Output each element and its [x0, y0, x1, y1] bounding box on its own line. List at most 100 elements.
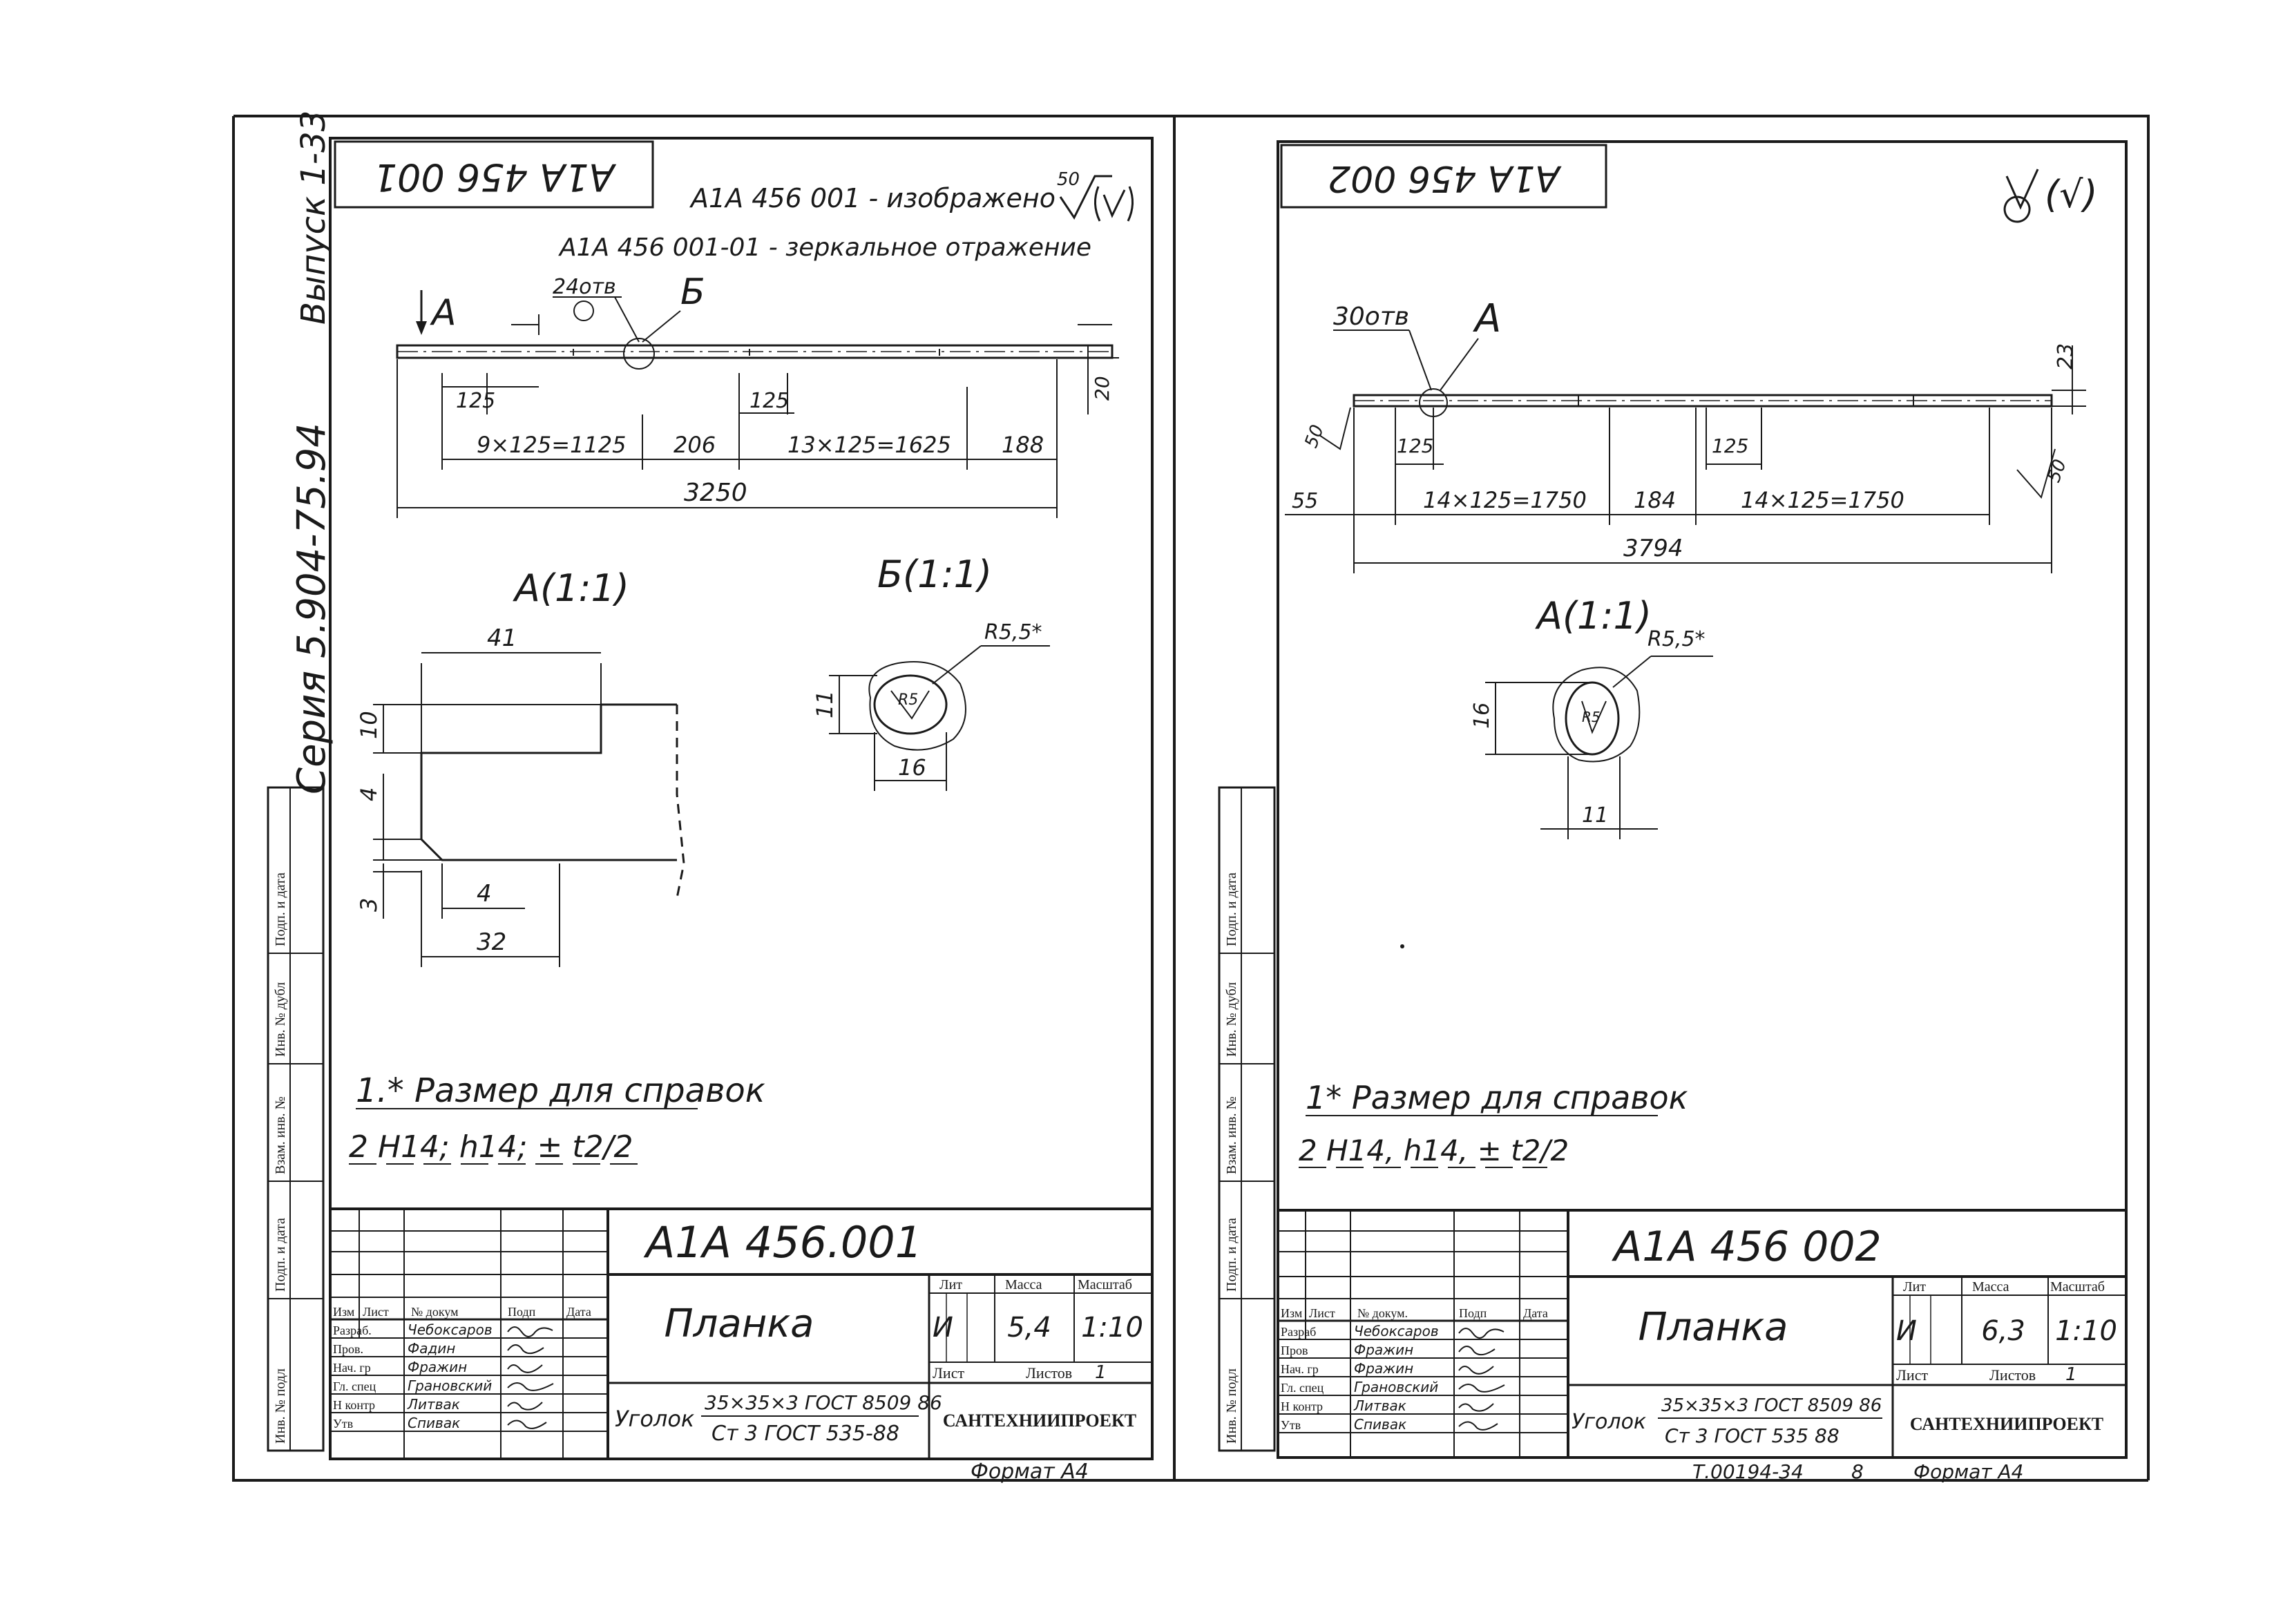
right-signatures	[1458, 1328, 1505, 1431]
svg-text:(√): (√)	[2045, 173, 2098, 216]
right-viewA-inner: R5	[1582, 709, 1601, 725]
left-note-shown: А1А 456 001 - изображено	[689, 183, 1055, 213]
left-sheets-label: Листов	[1026, 1364, 1072, 1382]
right-viewA-title: А(1:1)	[1535, 594, 1652, 638]
right-side-stamp: Подп. и дата Инв. № дубл Взам. инв. № По…	[1218, 786, 1276, 1452]
left-lit-header: Лит	[939, 1277, 962, 1292]
svg-text:Подп. и дата: Подп. и дата	[273, 1218, 288, 1292]
right-material-prefix: Уголок	[1572, 1410, 1646, 1434]
right-sheet-label: Лист	[1896, 1366, 1928, 1384]
right-bar-dimensions	[1285, 345, 2086, 573]
right-pitch: 125	[1397, 434, 1433, 457]
left-sheets-count: 1	[1095, 1362, 1107, 1383]
left-scale-header: Масштаб	[1078, 1277, 1132, 1292]
left-pitch-b: 125	[749, 389, 789, 413]
left-total: 3250	[684, 479, 747, 507]
right-bottom-code: Т.00194-34	[1692, 1460, 1804, 1483]
left-col-list: Лист	[363, 1305, 389, 1319]
svg-text:Инв. № дубл: Инв. № дубл	[273, 982, 288, 1057]
svg-text:А: А	[430, 292, 457, 334]
right-material-top: 35×35×3 ГОСТ 8509 86	[1661, 1395, 1882, 1416]
right-viewA-w: 11	[1582, 803, 1608, 828]
left-sheet-label: Лист	[933, 1364, 964, 1382]
right-lit-header: Лит	[1903, 1279, 1926, 1295]
right-col-doc: № докум.	[1357, 1306, 1408, 1320]
svg-text:Инв. № подл: Инв. № подл	[273, 1368, 288, 1444]
left-role-1: Пров.	[333, 1342, 363, 1356]
right-person-3: Грановский	[1354, 1379, 1438, 1395]
right-title-block: А1А 456 002 Планка Лит Масса Масштаб И 6…	[1277, 1209, 2128, 1483]
right-col-izm: Изм	[1281, 1306, 1302, 1320]
left-format: Формат А4	[971, 1460, 1089, 1484]
right-role-3: Гл. спец	[1281, 1381, 1324, 1395]
left-col-izm: Изм	[333, 1305, 354, 1319]
left-material-prefix: Уголок	[615, 1406, 695, 1432]
right-role-0: Разраб	[1281, 1325, 1316, 1339]
right-note-1: 1* Размер для справок	[1306, 1079, 1688, 1116]
left-mass-header: Масса	[1005, 1277, 1042, 1292]
outer-frames	[232, 115, 2150, 1482]
svg-text:50: 50	[1057, 169, 1080, 190]
left-end: 188	[1002, 432, 1044, 458]
left-title-block: А1А 456.001 Планка Лит Масса Масштаб И 5…	[329, 1207, 1154, 1484]
right-viewA-h: 16	[1470, 703, 1494, 729]
left-person-5: Спивак	[408, 1415, 460, 1431]
left-viewB-h: 11	[812, 690, 838, 718]
left-holes-label: 24отв	[553, 275, 616, 299]
right-roughness-mark: (√)	[2003, 169, 2098, 223]
right-seg1: 14×125=1750	[1423, 487, 1587, 513]
right-view-A: А(1:1) R5,5* R5 16 11	[1470, 594, 1713, 839]
left-org: САНТЕХНИИПРОЕКТ	[943, 1411, 1136, 1431]
left-person-0: Чебоксаров	[408, 1321, 493, 1338]
right-lit-value: И	[1896, 1315, 1917, 1347]
left-person-4: Литвак	[407, 1396, 460, 1413]
left-sheet: А1А 456 001 А1А 456 001 - изображено А1А…	[267, 111, 1154, 1484]
right-col-list: Лист	[1309, 1306, 1335, 1320]
series-label: Серия 5.904-75.94	[289, 423, 334, 794]
right-mass-value: 6,3	[1981, 1315, 2025, 1347]
left-viewA-4b: 4	[477, 880, 492, 908]
left-col-sign: Подп	[508, 1305, 536, 1319]
left-mirror-code: А1А 456 001	[374, 155, 617, 199]
left-signatures	[507, 1326, 554, 1429]
left-role-0: Разраб.	[333, 1324, 372, 1337]
right-holes-label: 30отв	[1333, 303, 1409, 331]
left-viewB-w: 16	[898, 754, 926, 781]
right-seg2: 14×125=1750	[1741, 487, 1904, 513]
right-person-2: Фражин	[1354, 1360, 1413, 1377]
right-person-5: Спивак	[1354, 1416, 1406, 1433]
right-role-5: Утв	[1281, 1418, 1301, 1432]
left-person-2: Фражин	[408, 1359, 467, 1375]
right-note-2: 2 Н14, h14, ± t2/2	[1299, 1134, 1569, 1167]
right-left-off: 55	[1292, 489, 1318, 513]
left-scale-value: 1:10	[1081, 1312, 1143, 1344]
left-col-date: Дата	[566, 1305, 591, 1319]
left-height: 20	[1091, 376, 1114, 401]
left-viewA-10: 10	[356, 711, 382, 739]
left-mass-value: 5,4	[1007, 1312, 1051, 1344]
left-viewA-32: 32	[477, 928, 506, 956]
left-designation: А1А 456.001	[643, 1217, 922, 1268]
left-bar-dimensions	[397, 345, 1089, 518]
left-weld-symbol	[573, 300, 594, 321]
right-person-4: Литвак	[1353, 1397, 1406, 1414]
left-seg2: 13×125=1625	[787, 432, 951, 458]
issue-label: Выпуск 1-33	[294, 111, 333, 325]
left-viewB-title: Б(1:1)	[877, 553, 992, 596]
svg-text:Подп. и дата: Подп. и дата	[273, 872, 288, 946]
left-view-A: А(1:1)	[356, 566, 685, 967]
right-org: САНТЕХНИИПРОЕКТ	[1910, 1414, 2103, 1434]
right-role-2: Нач. гр	[1281, 1362, 1319, 1376]
right-role-1: Пров	[1281, 1344, 1308, 1357]
left-view-B: Б(1:1) R5,5* R5 11 16	[812, 553, 1050, 791]
right-scale-header: Масштаб	[2050, 1279, 2105, 1295]
left-bar-view	[396, 324, 1119, 370]
right-right-angle: 50	[2043, 457, 2071, 485]
right-mass-header: Масса	[1972, 1279, 2009, 1295]
left-viewA-41: 41	[487, 624, 517, 652]
left-part-name: Планка	[665, 1301, 814, 1346]
right-material-bottom: Ст 3 ГОСТ 535 88	[1665, 1424, 1840, 1447]
right-designation: А1А 456 002	[1611, 1223, 1881, 1271]
right-bottom-page: 8	[1851, 1460, 1864, 1483]
